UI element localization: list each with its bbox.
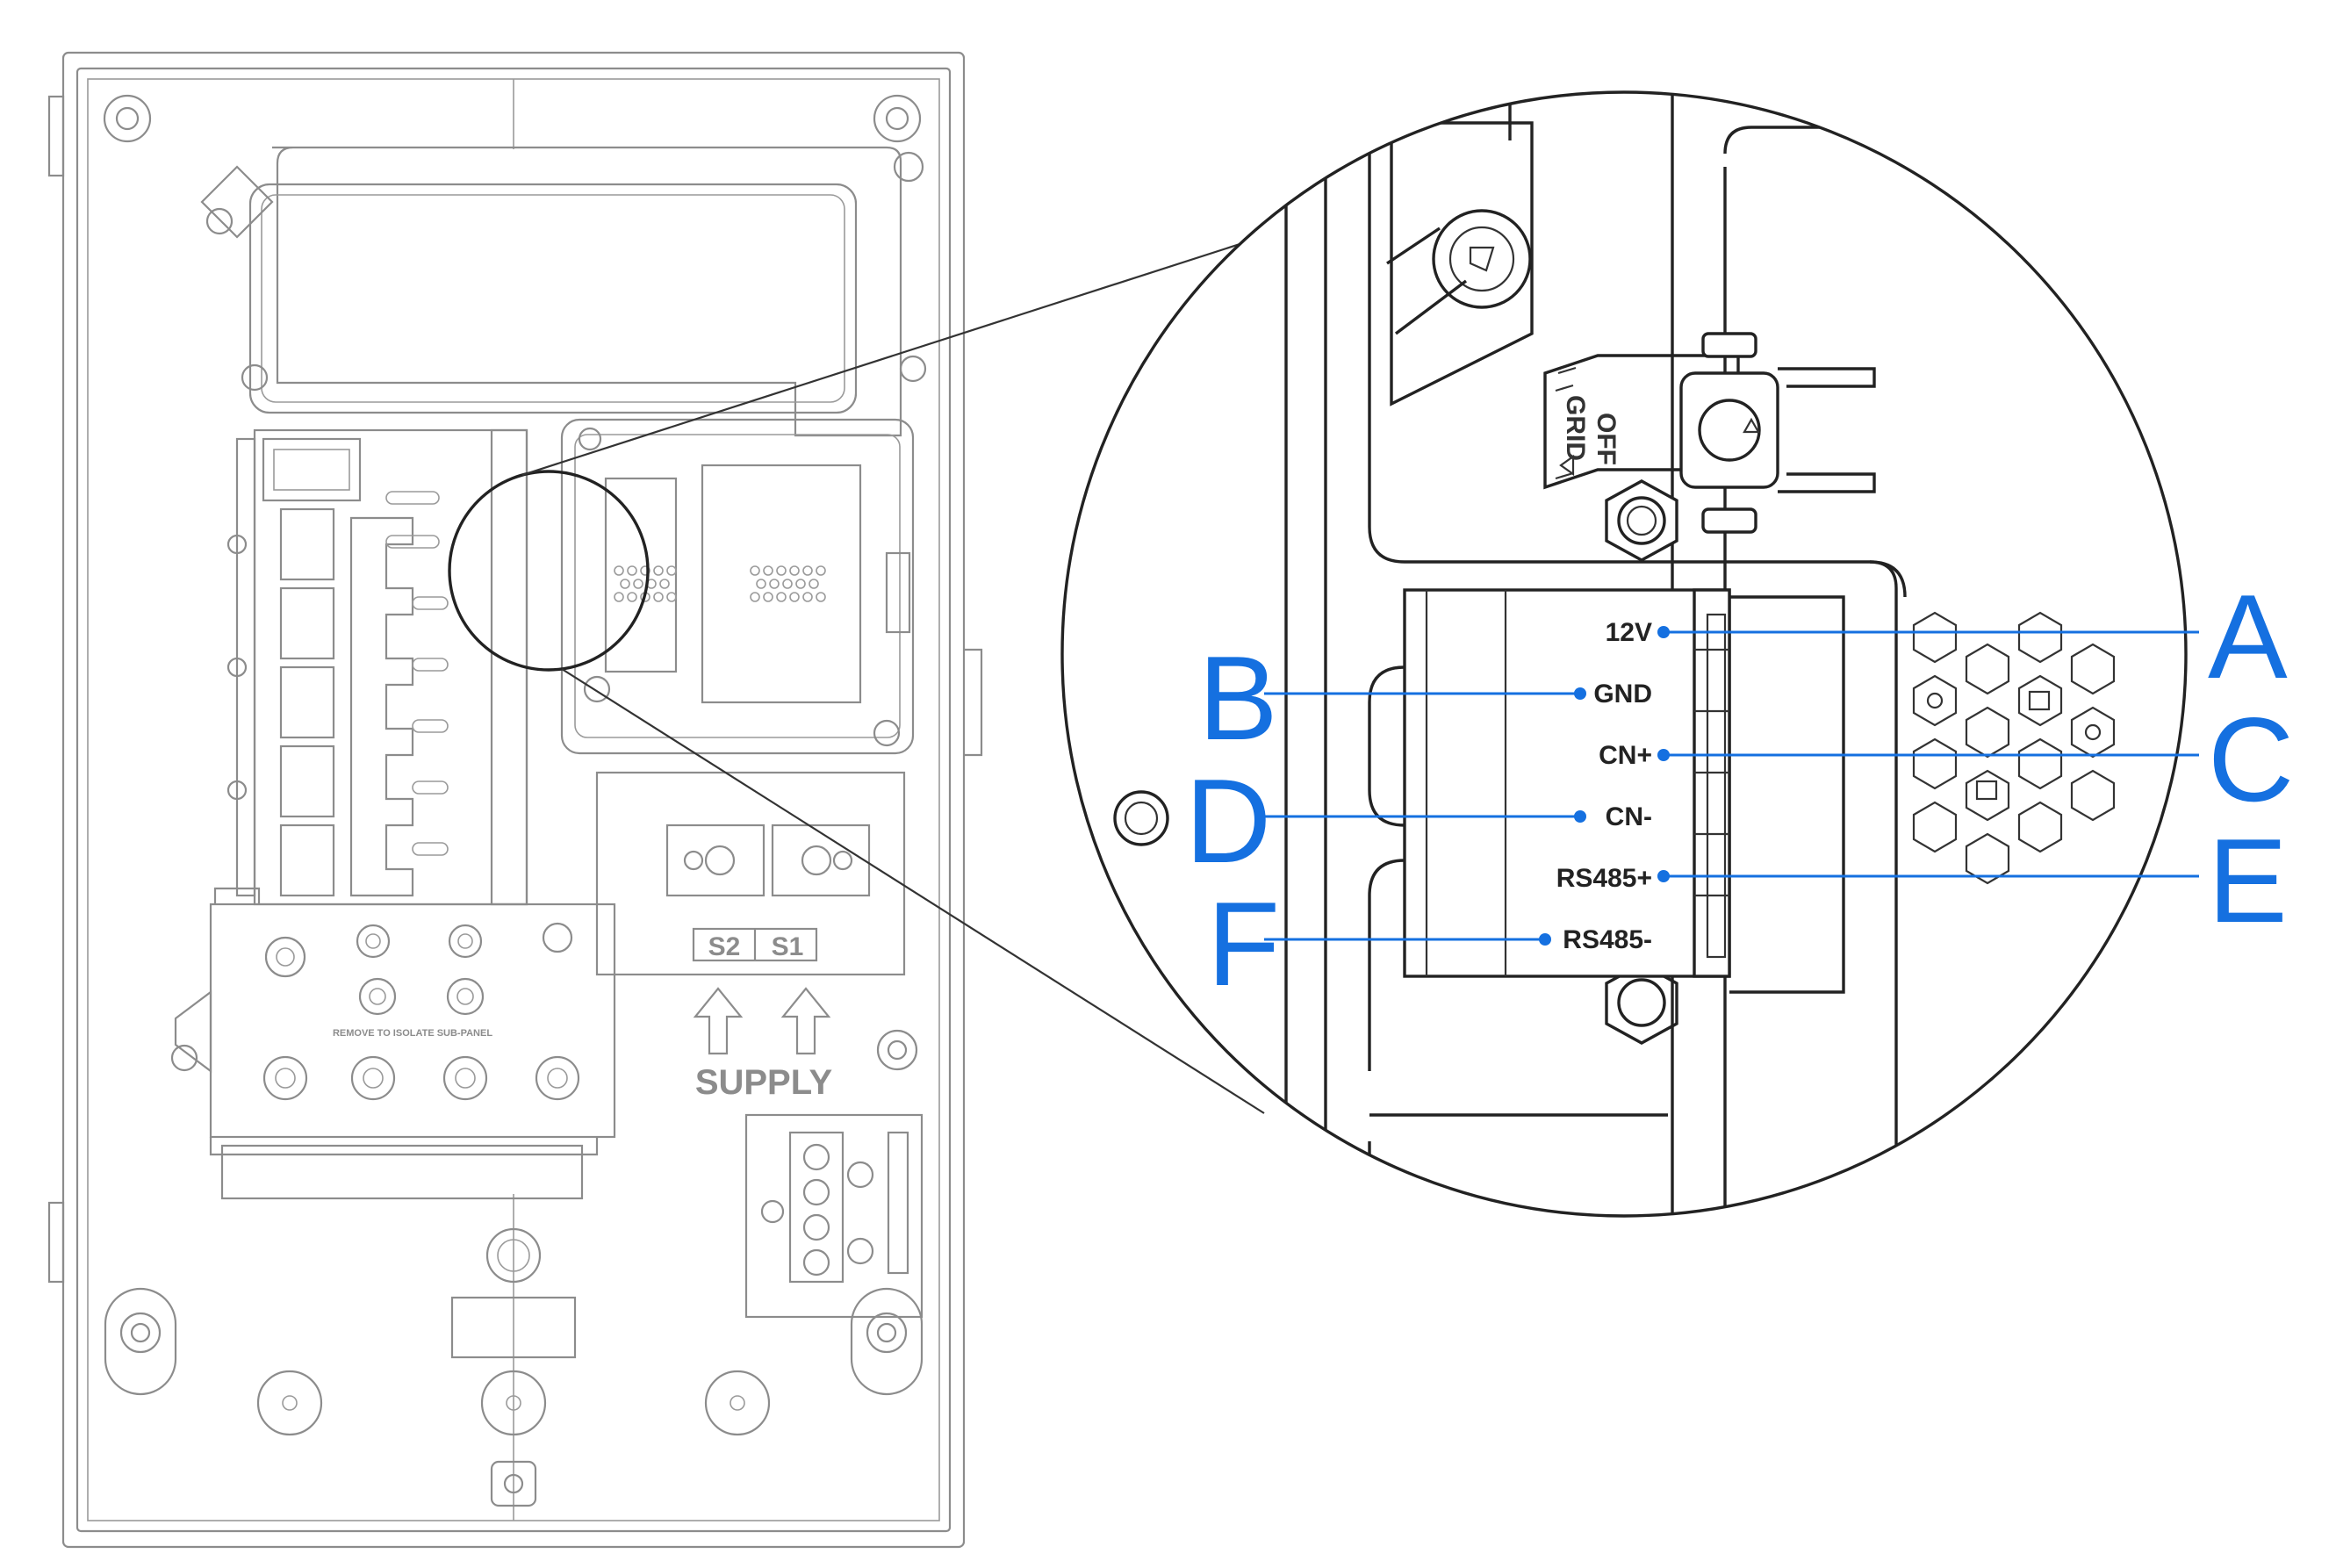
hex-nut	[1605, 479, 1678, 562]
terminal-s2-label: S2	[708, 932, 741, 961]
pin-label-gnd: GND	[1593, 680, 1652, 708]
zoom-line-bottom	[561, 668, 1265, 1114]
gateway-module	[200, 146, 927, 437]
callout-dot-c	[1657, 749, 1670, 761]
callout-letter-c: C	[2208, 693, 2294, 826]
callout-dot-b	[1574, 687, 1586, 700]
callout-letter-b: B	[1198, 631, 1278, 765]
pin-label-rs485-plus: RS485+	[1556, 864, 1652, 893]
pin-label-12v: 12V	[1606, 618, 1652, 647]
isolate-label: REMOVE TO ISOLATE SUB-PANEL	[333, 1028, 492, 1039]
mount-screw-tr	[873, 94, 922, 143]
pin-label-cn-plus: CN+	[1599, 741, 1652, 770]
callout-letter-f: F	[1207, 877, 1280, 1011]
pin-label-cn-minus: CN-	[1606, 802, 1652, 831]
ground-bar	[744, 1113, 924, 1319]
zoom-source-circle	[448, 470, 650, 672]
zoom-view-border	[1060, 90, 2188, 1218]
callout-letter-e: E	[2208, 814, 2288, 947]
switch-off-label: OFF	[1592, 413, 1621, 465]
mount-slot-bl	[104, 1287, 177, 1396]
callout-dot-a	[1657, 626, 1670, 638]
torx-screw	[1432, 209, 1532, 309]
wifi-enclosure	[560, 418, 915, 755]
callout-letters: A B C D E F	[1185, 570, 2294, 1011]
comms-connector	[1403, 588, 1845, 994]
enclosure	[47, 51, 983, 1549]
callout-dot-f	[1539, 933, 1551, 946]
standoff	[1113, 790, 1169, 846]
callout-letter-a: A	[2208, 570, 2288, 703]
breaker-rail	[226, 428, 528, 906]
off-grid-switch: OFF GRID	[1543, 332, 1876, 534]
supply-label: SUPPLY	[695, 1063, 833, 1102]
vent-pattern-right	[750, 565, 826, 602]
lug-blocks: REMOVE TO ISOLATE SUB-PANEL	[170, 887, 616, 1156]
callout-dot-d	[1574, 810, 1586, 823]
zoom-view: OFF GRID	[1062, 92, 2186, 1216]
callout-letter-d: D	[1185, 754, 1271, 888]
mount-slot-br	[850, 1287, 924, 1396]
supply-terminal: S2 S1 SUPPLY	[595, 771, 918, 1102]
pin-label-rs485-minus: RS485-	[1563, 925, 1652, 954]
zoom-line-top	[521, 228, 1284, 477]
mount-screw-tl	[103, 94, 152, 143]
hex-vent-pattern	[1912, 611, 2116, 885]
callout-leaders	[1264, 626, 2199, 946]
pin-labels: 12V GND CN+ CN- RS485+ RS485-	[1556, 618, 1652, 954]
terminal-s1-label: S1	[772, 932, 804, 961]
callout-dot-e	[1657, 870, 1670, 882]
switch-grid-label: GRID	[1561, 395, 1590, 461]
vent-pattern-left	[614, 565, 677, 602]
